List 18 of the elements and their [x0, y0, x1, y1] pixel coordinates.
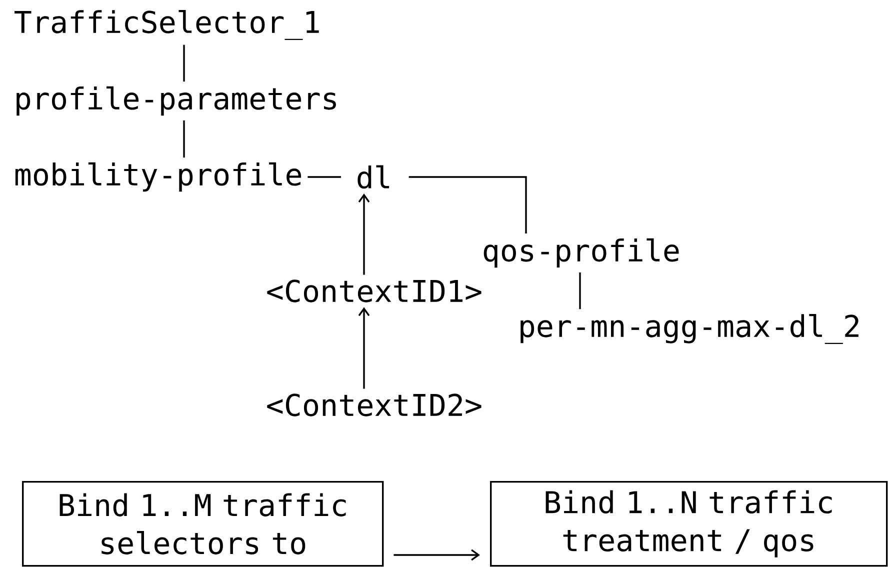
node-label: <ContextID1> — [267, 280, 482, 302]
connector-line — [579, 272, 581, 310]
connector-line — [183, 44, 185, 82]
process-box: Bind 1..N traffic treatment / qos — [490, 480, 888, 567]
arrow — [358, 194, 370, 275]
node-label: <ContextID2> — [267, 394, 482, 416]
node-label: TrafficSelector_1 — [14, 10, 319, 40]
arrow — [394, 549, 480, 561]
connector-line — [308, 176, 341, 178]
connector-line — [183, 120, 185, 158]
node-label: mobility-profile — [15, 162, 302, 192]
node-label: profile-parameters — [16, 86, 336, 116]
node-label: per-mn-agg-max-dl_2 — [520, 314, 858, 344]
node-label: dl — [358, 165, 390, 189]
connector-line — [408, 176, 527, 234]
node-label: qos-profile — [484, 238, 679, 268]
arrow — [358, 307, 370, 389]
process-box: Bind 1..M traffic selectors to — [22, 480, 384, 567]
